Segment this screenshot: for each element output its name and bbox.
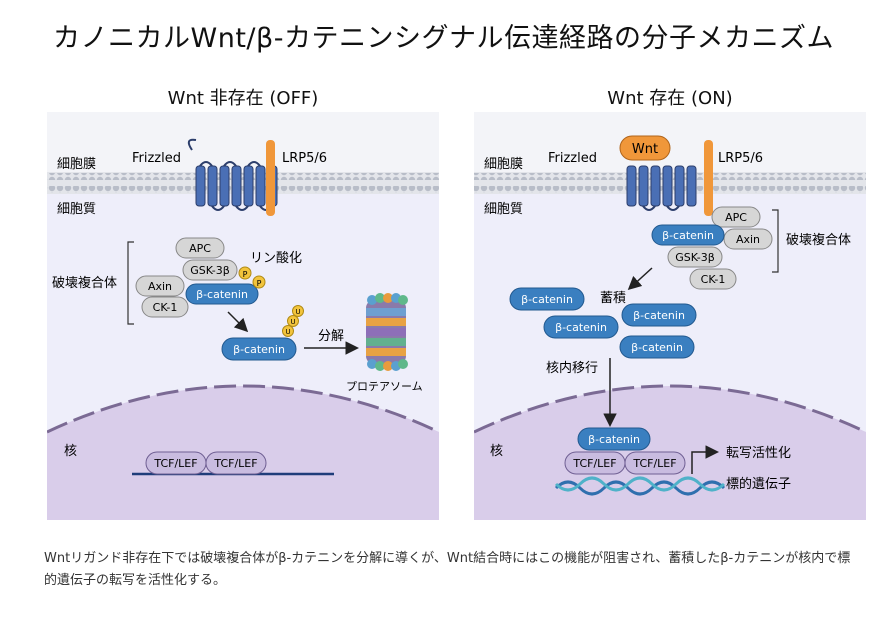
- label-proteasome: プロテアソーム: [346, 380, 423, 393]
- svg-text:β-catenin: β-catenin: [662, 229, 714, 242]
- tcf-lef: [205, 451, 267, 475]
- svg-text:U: U: [285, 328, 290, 336]
- destruction-complex: APC GSK-3β Axin CK-1 β-catenin P P: [135, 237, 266, 318]
- proteasome: [366, 293, 408, 371]
- label-nuclear-translocation: 核内移行: [546, 360, 598, 376]
- page-title: カノニカルWnt/β-カテニンシグナル伝達経路の分子メカニズム: [53, 23, 834, 54]
- phosphate-marker: [238, 266, 252, 280]
- svg-text:TCF/LEF: TCF/LEF: [632, 457, 676, 470]
- label-phosphorylation: リン酸化: [250, 251, 302, 266]
- svg-text:U: U: [290, 318, 295, 326]
- panel-title-on: Wnt 存在 (ON): [607, 88, 733, 109]
- svg-text:β-catenin: β-catenin: [521, 293, 573, 306]
- bcatenin-ubiquitinated: [221, 337, 297, 361]
- lrp-coreceptor: [266, 140, 275, 216]
- apc-label: APC: [189, 242, 211, 255]
- label-nucleus: 核: [490, 444, 503, 459]
- panel-title-off: Wnt 非存在 (OFF): [167, 88, 319, 109]
- svg-text:TCF/LEF: TCF/LEF: [213, 457, 257, 470]
- wnt-ligand: [619, 135, 671, 161]
- dna-helix: [554, 476, 726, 496]
- svg-text:β-catenin: β-catenin: [588, 433, 640, 446]
- figure-caption: Wntリガンド非存在下では破壊複合体がβ-カテニンを分解に導くが、Wnt結合時に…: [44, 551, 851, 588]
- bcatenin-bound: β-catenin: [196, 288, 248, 301]
- svg-text:GSK-3β: GSK-3β: [675, 251, 715, 264]
- label-lrp: LRP5/6: [282, 151, 327, 166]
- svg-text:TCF/LEF: TCF/LEF: [153, 457, 197, 470]
- svg-text:P: P: [257, 279, 262, 288]
- svg-text:CK-1: CK-1: [701, 273, 726, 286]
- svg-text:U: U: [295, 308, 300, 316]
- lrp-coreceptor: [704, 140, 713, 216]
- svg-text:P: P: [243, 270, 248, 279]
- label-frizzled: Frizzled: [132, 151, 181, 166]
- label-target-genes: 標的遺伝子: [726, 476, 791, 492]
- gsk-label: GSK-3β: [190, 264, 230, 277]
- svg-text:β-catenin: β-catenin: [233, 343, 285, 356]
- label-cell-membrane: 細胞膜: [484, 157, 523, 172]
- svg-text:TCF/LEF: TCF/LEF: [572, 457, 616, 470]
- ck1-label: CK-1: [153, 301, 178, 314]
- label-lrp: LRP5/6: [718, 151, 763, 166]
- frizzled-receptor: [187, 138, 278, 211]
- svg-text:Wnt: Wnt: [632, 142, 658, 157]
- transcription-arrow: [691, 445, 719, 474]
- label-destruction-complex: 破壊複合体: [786, 232, 851, 248]
- label-nucleus: 核: [64, 444, 77, 459]
- svg-text:β-catenin: β-catenin: [631, 341, 683, 354]
- label-frizzled: Frizzled: [548, 151, 597, 166]
- destruction-complex-inactive: APC Axin β-catenin GSK-3β CK-1: [651, 206, 773, 290]
- svg-text:APC: APC: [725, 211, 747, 224]
- svg-text:β-catenin: β-catenin: [633, 309, 685, 322]
- tcf-lef: [624, 451, 686, 475]
- label-destruction-complex: 破壊複合体: [52, 275, 117, 291]
- svg-text:β-catenin: β-catenin: [555, 321, 607, 334]
- svg-text:Axin: Axin: [736, 233, 760, 246]
- label-cytoplasm: 細胞質: [484, 202, 523, 217]
- frizzled-receptor: [626, 165, 697, 211]
- axin-label: Axin: [148, 280, 172, 293]
- phosphate-marker: [252, 275, 266, 289]
- label-cytoplasm: 細胞質: [57, 202, 96, 217]
- label-cell-membrane: 細胞膜: [57, 157, 96, 172]
- ubiquitin-chain: U U U: [282, 305, 304, 337]
- bcatenin-nuclear: [577, 427, 651, 451]
- label-accumulation: 蓄積: [600, 291, 626, 306]
- label-degradation: 分解: [318, 329, 344, 344]
- label-transcription-activation: 転写活性化: [726, 446, 791, 461]
- accumulated-bcatenin: β-catenin β-catenin β-catenin β-catenin: [509, 287, 697, 359]
